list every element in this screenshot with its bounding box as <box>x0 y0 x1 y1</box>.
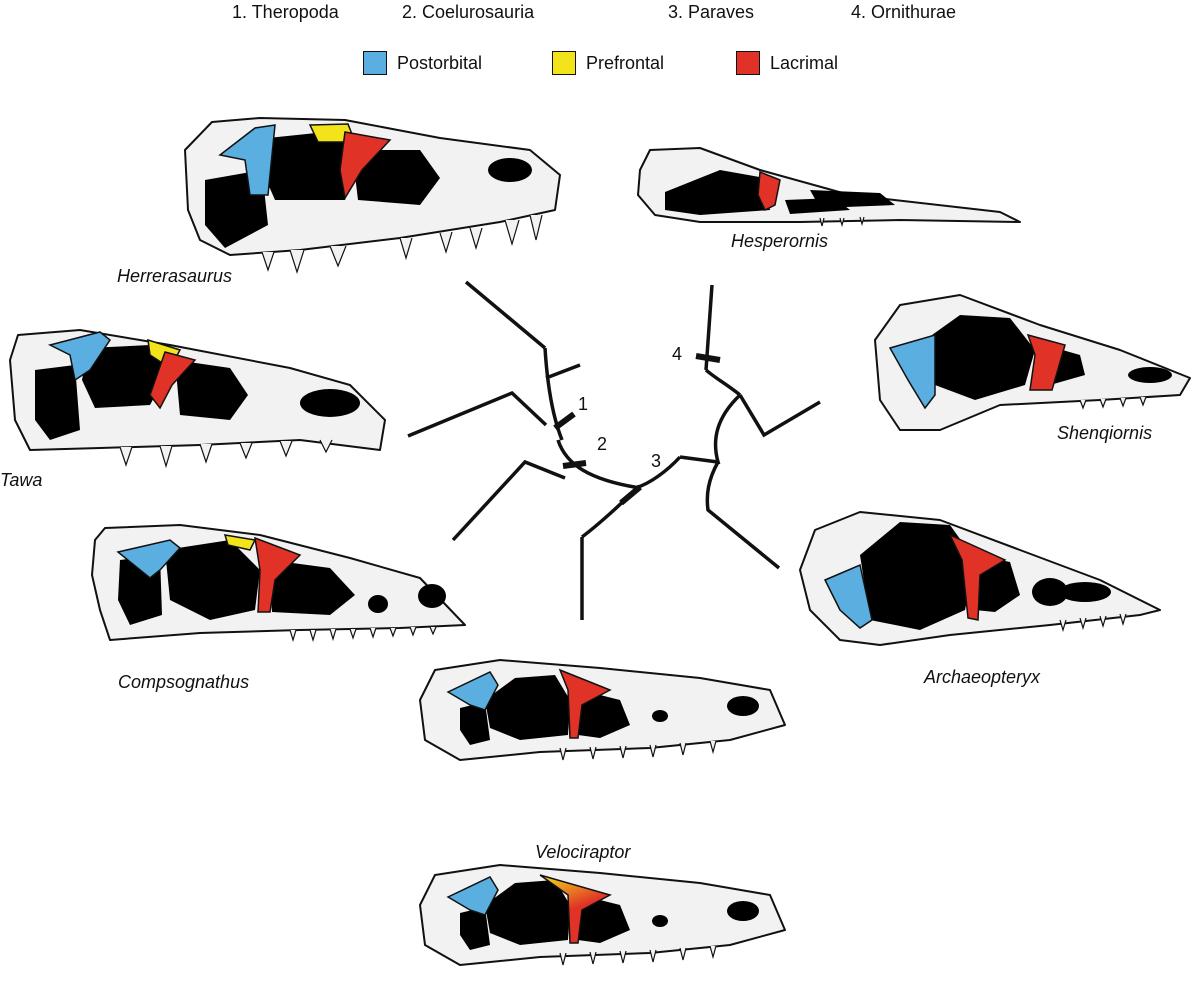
taxon-compsognathus: Compsognathus <box>118 672 250 692</box>
orbit <box>262 130 360 200</box>
legend-label-lacrimal: Lacrimal <box>770 52 839 73</box>
branch-coelurosaur-stem <box>556 439 641 490</box>
lacrimal-bone <box>1026 333 1066 391</box>
skull-shenqiornis <box>874 294 1191 431</box>
clade-ornithurae: 4. Ornithurae <box>851 2 957 22</box>
postorbital-bone <box>888 334 936 410</box>
orbit <box>485 880 570 945</box>
postorbital-bone <box>116 539 182 579</box>
antorbital-fenestra <box>175 360 248 420</box>
skull-compsognathus <box>91 524 466 643</box>
postorbital-bone <box>446 671 499 711</box>
antorbital-fenestra <box>352 150 440 205</box>
clade-coelurosauria: 2. Coelurosauria <box>402 2 535 22</box>
antorbital-fenestra <box>578 690 630 738</box>
skull-archaeopteryx <box>799 511 1161 646</box>
lacrimal-bone <box>339 131 392 201</box>
antorbital-fenestra <box>578 895 630 943</box>
postorbital-bone <box>446 876 499 916</box>
node-label-1: 1 <box>578 394 589 414</box>
postorbital-bone <box>47 331 112 382</box>
node-tick-paraves <box>619 484 642 506</box>
taxon-shenqiornis: Shenqiornis <box>1057 423 1153 443</box>
orbit <box>925 315 1035 400</box>
clade-paraves: 3. Paraves <box>668 2 755 22</box>
legend-label-postorbital: Postorbital <box>397 52 483 73</box>
lacrimal-bone <box>757 170 781 212</box>
node-label-4: 4 <box>672 344 683 364</box>
branch-herrerasaurus <box>464 280 547 350</box>
skull-velociraptor-upper <box>419 659 786 761</box>
laterotemporal-fenestra <box>460 907 490 950</box>
skull-herrerasaurus <box>184 117 561 274</box>
legend-swatch-prefrontal <box>552 51 576 75</box>
node-tick-ornithurae <box>695 353 721 363</box>
antorbital-fenestra <box>270 560 355 615</box>
prefrontal-lacrimal-fused-bone <box>539 874 612 944</box>
orbit <box>860 522 975 630</box>
postorbital-bone <box>218 124 276 196</box>
legend-swatch-lacrimal <box>736 51 760 75</box>
legend-postorbital: Postorbital <box>363 50 482 76</box>
branch-ornithurae-arc <box>704 368 742 397</box>
prefrontal-bone <box>223 534 257 551</box>
branch-theropod-stem <box>543 347 564 441</box>
laterotemporal-fenestra <box>35 365 80 440</box>
node-tick-theropoda <box>553 411 576 431</box>
branch-avialae-arc <box>679 393 742 465</box>
lacrimal-bone <box>254 536 302 613</box>
orbit <box>665 170 770 215</box>
skull-velociraptor-lower <box>419 864 786 966</box>
legend-prefrontal: Prefrontal <box>552 50 664 76</box>
phylogenetic-tree <box>407 280 821 620</box>
orbit <box>82 345 168 408</box>
lacrimal-bone <box>149 351 197 410</box>
postorbital-bone <box>823 563 873 629</box>
node-label-3: 3 <box>651 451 662 471</box>
lacrimal-bone <box>948 533 1007 621</box>
taxon-tawa: Tawa <box>0 470 43 490</box>
branch-tawa-long <box>407 390 548 438</box>
laterotemporal-fenestra <box>460 702 490 745</box>
taxon-herrerasaurus: Herrerasaurus <box>117 266 233 286</box>
legend-swatch-postorbital <box>363 51 387 75</box>
skull-tawa <box>9 329 386 469</box>
lacrimal-bone <box>558 668 612 739</box>
node-tick-coelurosauria <box>562 460 587 469</box>
legend-label-prefrontal: Prefrontal <box>586 52 665 73</box>
orbit <box>485 675 570 740</box>
legend-lacrimal: Lacrimal <box>736 50 838 76</box>
taxon-archaeopteryx: Archaeopteryx <box>924 667 1041 687</box>
orbit <box>165 540 260 620</box>
taxon-hesperornis: Hesperornis <box>731 231 829 251</box>
clade-theropoda: 1. Theropoda <box>232 2 339 22</box>
taxon-velociraptor: Velociraptor <box>535 842 631 862</box>
branch-ornithothoraces <box>738 394 821 438</box>
branch-compsognathus <box>451 459 566 542</box>
skull-hesperornis <box>637 147 1021 228</box>
branch-archaeopteryx <box>705 461 781 570</box>
node-label-2: 2 <box>597 434 608 454</box>
branch-tawa <box>545 363 581 380</box>
